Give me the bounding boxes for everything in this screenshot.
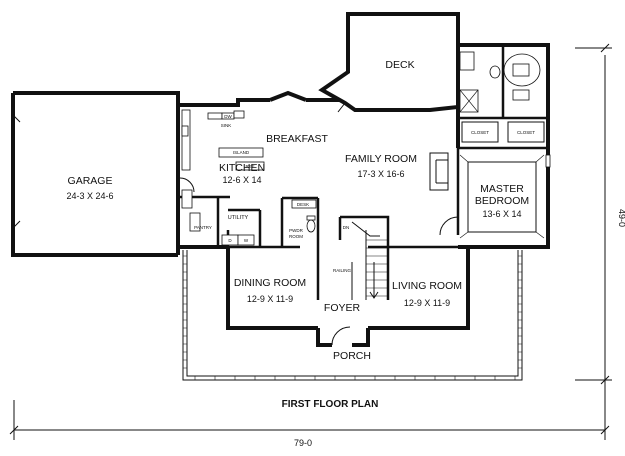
garage — [11, 91, 180, 257]
garage-label: GARAGE — [68, 175, 113, 187]
stairs-down-label: DN — [343, 225, 350, 230]
pantry-label: PANTRY — [194, 225, 212, 230]
washer-label: W — [244, 238, 249, 243]
family-room-dimensions: 17-3 X 16-6 — [357, 169, 404, 179]
dining-room-dimensions: 12-9 X 11-9 — [247, 294, 293, 304]
room-labels: DECK GARAGE 24-3 X 24-6 BREAKFAST ISLAND… — [66, 59, 529, 362]
width-dimension: 79-0 — [294, 438, 312, 448]
sink-label: SINK — [221, 123, 232, 128]
breakfast-label: BREAKFAST — [266, 133, 328, 145]
depth-dimension: 49-0 — [617, 209, 625, 227]
utility-label: UTILITY — [228, 215, 249, 221]
kitchen-dimensions: 12-6 X 14 — [222, 175, 261, 185]
closet-label-2: CLOSET — [517, 130, 535, 135]
foyer-label: FOYER — [324, 302, 361, 314]
fixture-labels: DW SINK REF UTILITY PANTRY DESK PWDR ROO… — [194, 114, 535, 273]
porch-label: PORCH — [333, 350, 371, 362]
porch — [182, 250, 523, 381]
family-room-label: FAMILY ROOM — [345, 153, 417, 165]
dimension-lines — [9, 43, 612, 440]
desk-label: DESK — [297, 202, 309, 207]
living-room-label: LIVING ROOM — [392, 280, 462, 292]
dishwasher-label: DW — [224, 114, 232, 119]
dryer-label: D — [228, 238, 232, 243]
master-bedroom-dimensions: 13-6 X 14 — [482, 209, 521, 219]
fixtures — [179, 51, 551, 346]
staircase — [351, 221, 388, 300]
plan-annotations: FIRST FLOOR PLAN 79-0 49-0 — [282, 209, 625, 448]
powder-room-label-2: ROOM — [289, 234, 303, 239]
plan-caption: FIRST FLOOR PLAN — [282, 399, 379, 410]
living-room-dimensions: 12-9 X 11-9 — [404, 298, 450, 308]
island-label: ISLAND — [233, 150, 250, 155]
powder-room-label-1: PWDR — [289, 228, 303, 233]
deck-label: DECK — [385, 59, 414, 71]
kitchen-label: KITCHEN — [219, 162, 265, 174]
garage-dimensions: 24-3 X 24-6 — [66, 191, 113, 201]
railing-label: RAILING — [333, 268, 352, 273]
master-bedroom-label-2: BEDROOM — [475, 195, 529, 207]
master-bedroom-label-1: MASTER — [480, 183, 524, 195]
refrigerator-label: REF — [246, 164, 255, 169]
dining-room-label: DINING ROOM — [234, 277, 306, 289]
closet-label-1: CLOSET — [471, 130, 489, 135]
